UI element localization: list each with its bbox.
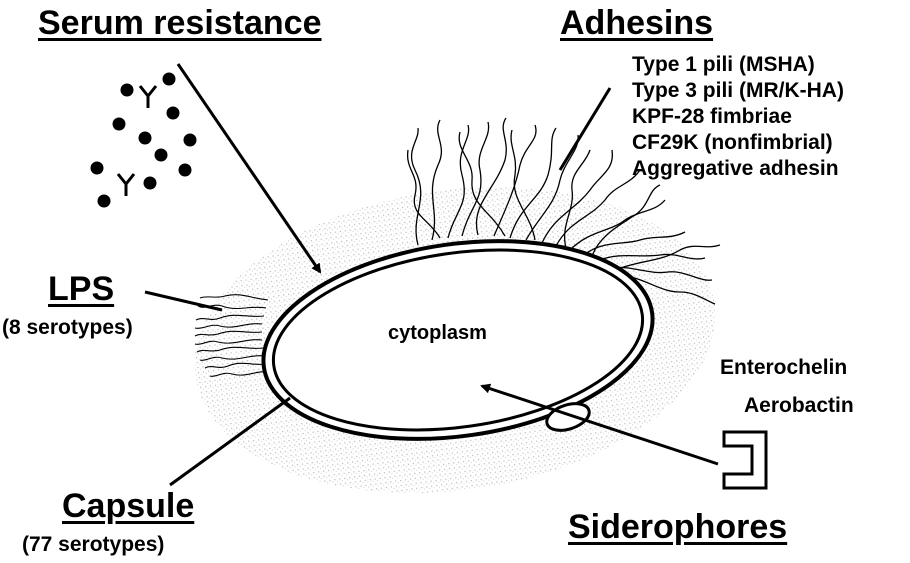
complement-dot-icon	[121, 84, 134, 97]
adhesins-label: Adhesins	[560, 4, 713, 43]
adhesin-type-item: Type 3 pili (MR/K-HA)	[632, 78, 844, 104]
serum-resistance-label: Serum resistance	[38, 4, 322, 43]
complement-dot-icon	[113, 118, 126, 131]
complement-dot-icon	[179, 164, 192, 177]
aerobactin-label: Aerobactin	[744, 394, 854, 418]
complement-dot-icon	[98, 195, 111, 208]
adhesin-type-item: CF29K (nonfimbrial)	[632, 130, 844, 156]
complement-dot-icon	[155, 149, 168, 162]
lps-leader-line	[145, 292, 222, 310]
adhesins-leader-line	[560, 88, 610, 170]
siderophores-label: Siderophores	[568, 508, 787, 547]
capsule-label: Capsule	[62, 487, 194, 526]
adhesin-type-item: Aggregative adhesin	[632, 156, 844, 182]
complement-dot-icon	[139, 132, 152, 145]
complement-dot-icon	[167, 107, 180, 120]
enterochelin-label: Enterochelin	[720, 356, 847, 380]
cytoplasm-label: cytoplasm	[388, 322, 487, 345]
serum-resistance-arrow	[178, 64, 320, 272]
adhesin-types-list: Type 1 pili (MSHA) Type 3 pili (MR/K-HA)…	[632, 52, 844, 182]
complement-dot-icon	[163, 73, 176, 86]
complement-dot-icon	[184, 134, 197, 147]
siderophore-bracket-icon	[724, 432, 766, 488]
complement-dot-icon	[144, 177, 157, 190]
complement-dot-icon	[91, 162, 104, 175]
capsule-serotypes-label: (77 serotypes)	[22, 533, 164, 557]
antibody-Y-icon	[140, 86, 156, 108]
lps-serotypes-label: (8 serotypes)	[2, 316, 133, 340]
antibody-Y-icon	[118, 174, 134, 196]
lps-label: LPS	[48, 270, 114, 309]
adhesin-type-item: Type 1 pili (MSHA)	[632, 52, 844, 78]
adhesin-type-item: KPF-28 fimbriae	[632, 104, 844, 130]
